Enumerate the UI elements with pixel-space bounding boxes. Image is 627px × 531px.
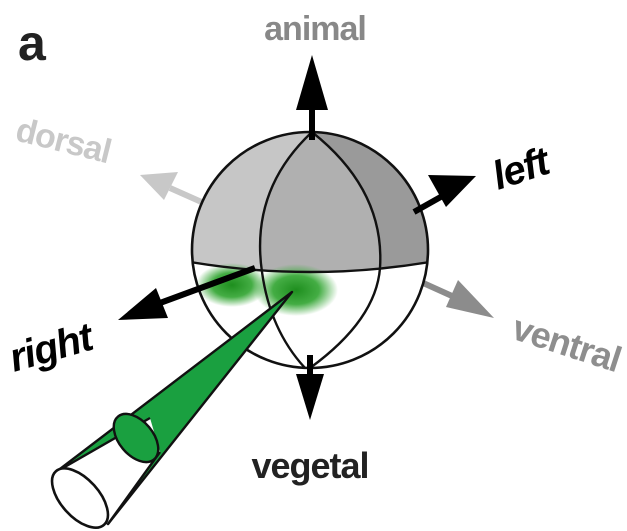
animal-label: animal bbox=[264, 10, 366, 48]
dorsal-label: dorsal bbox=[12, 111, 114, 171]
left-label: left bbox=[487, 139, 556, 199]
embryo-sphere bbox=[180, 120, 440, 380]
right-label: right bbox=[4, 315, 99, 381]
ventral-label: ventral bbox=[508, 307, 626, 380]
animal-arrow bbox=[296, 55, 328, 140]
left-arrow bbox=[414, 175, 476, 212]
vegetal-label: vegetal bbox=[251, 445, 368, 486]
panel-label: a bbox=[18, 15, 47, 71]
